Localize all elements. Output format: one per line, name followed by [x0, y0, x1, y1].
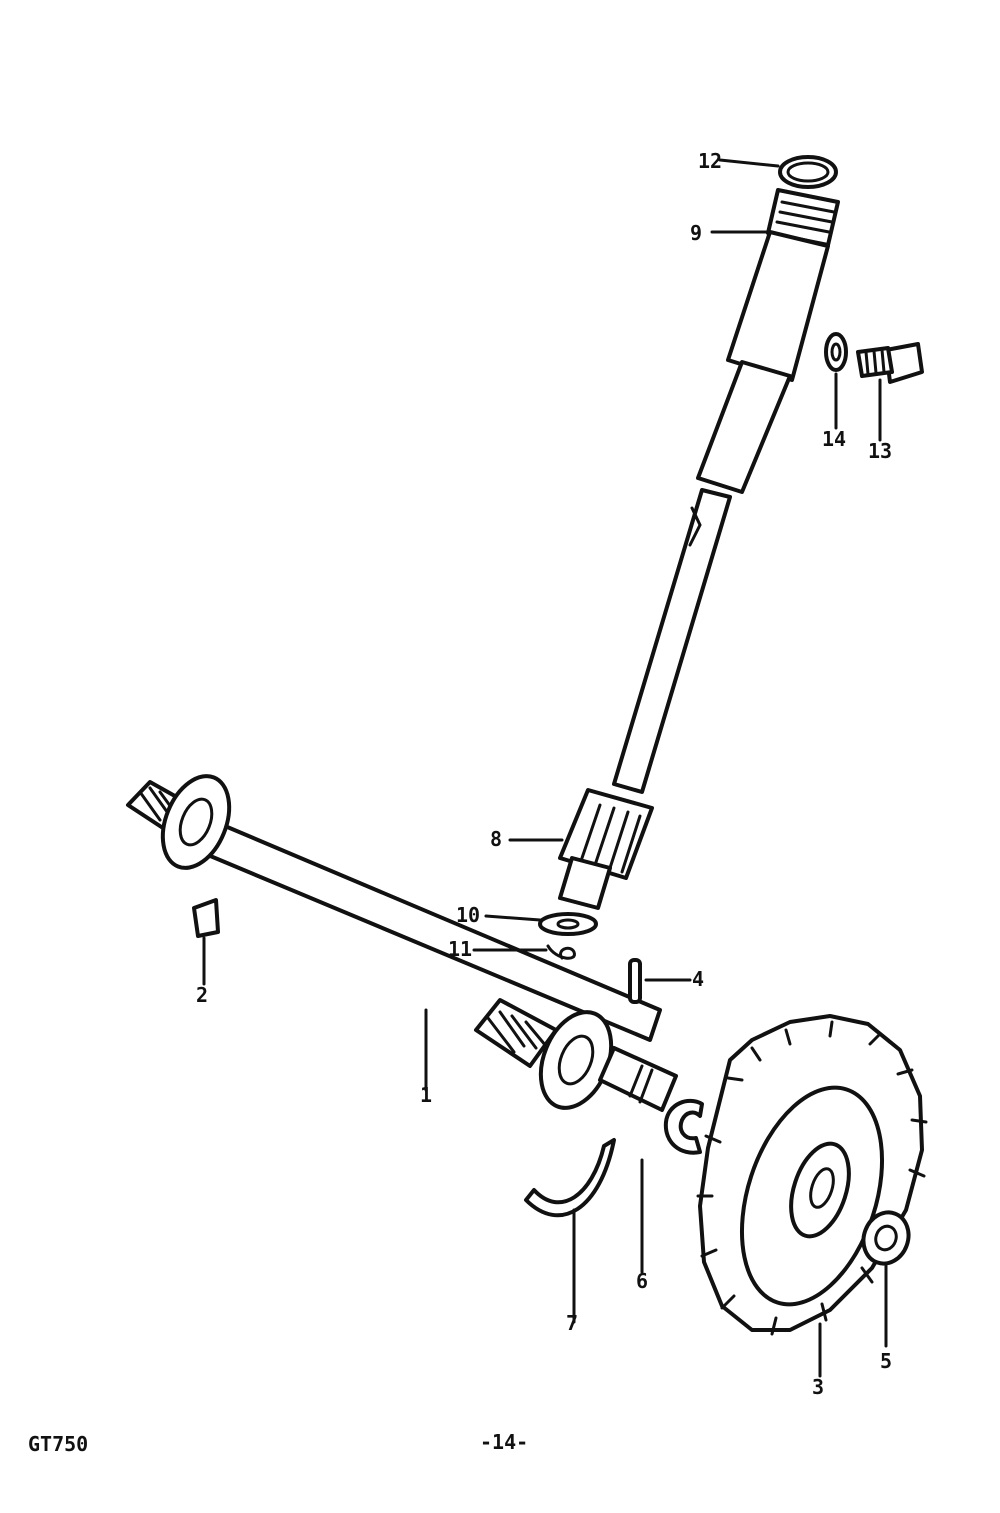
bolt-13 — [856, 342, 924, 384]
pinion-shaft — [612, 488, 732, 794]
page-number: -14- — [480, 1430, 529, 1454]
washer-5 — [861, 1210, 911, 1266]
driven-gear-8 — [558, 788, 654, 910]
callout-11: 11 — [448, 937, 472, 961]
drive-shaft-housing-9 — [696, 188, 840, 494]
callout-6: 6 — [636, 1269, 648, 1293]
callout-13: 13 — [868, 439, 892, 463]
callout-3: 3 — [812, 1375, 824, 1399]
model-label: GT750 — [28, 1432, 89, 1456]
pin-4 — [628, 958, 642, 1004]
exploded-parts-diagram: 12 9 14 13 8 10 11 4 2 1 6 7 5 3 — [126, 149, 928, 1399]
washer-14 — [824, 332, 848, 372]
callout-7: 7 — [566, 1311, 578, 1335]
key-2 — [192, 898, 220, 938]
circlip-6 — [663, 1098, 704, 1155]
callout-2: 2 — [196, 983, 208, 1007]
callout-10: 10 — [456, 903, 480, 927]
callout-4: 4 — [692, 967, 704, 991]
callout-5: 5 — [880, 1349, 892, 1373]
callout-8: 8 — [490, 827, 502, 851]
callout-14: 14 — [822, 427, 846, 451]
callout-labels: 12 9 14 13 8 10 11 4 2 1 6 7 5 3 — [196, 149, 892, 1399]
o-ring-12 — [778, 155, 838, 189]
clip-11 — [546, 944, 576, 960]
retainer-7 — [524, 1138, 616, 1218]
leader-lines — [202, 158, 888, 1378]
gear-3 — [696, 1014, 928, 1336]
callout-12: 12 — [698, 149, 722, 173]
washer-10 — [538, 912, 598, 936]
callout-9: 9 — [690, 221, 702, 245]
main-shaft-1 — [126, 774, 678, 1112]
callout-1: 1 — [420, 1083, 432, 1107]
